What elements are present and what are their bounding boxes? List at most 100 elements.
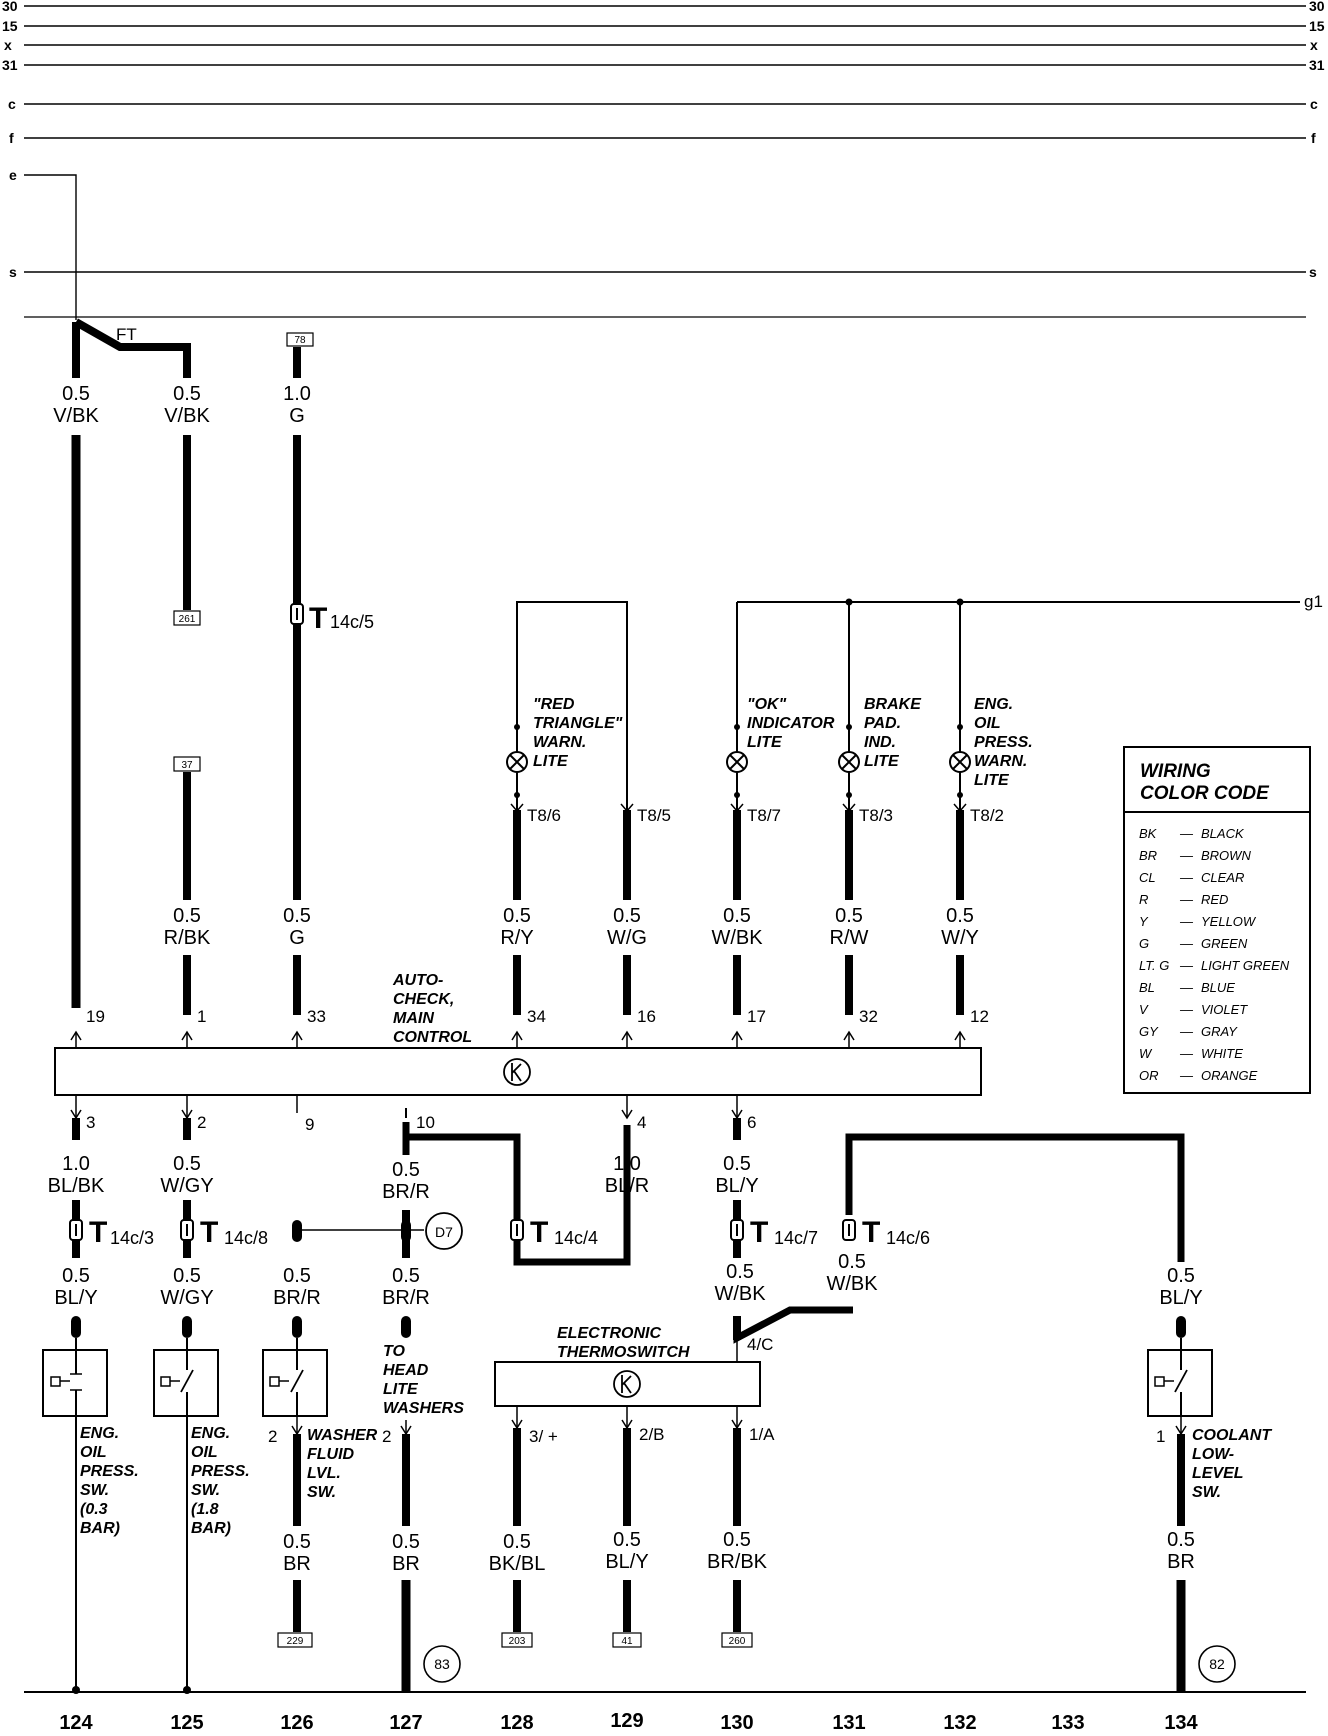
svg-text:0.5: 0.5	[613, 1529, 641, 1551]
rail-30: 30 30	[2, 0, 1325, 14]
svg-text:V: V	[1139, 1002, 1149, 1017]
svg-text:W/BK: W/BK	[826, 1273, 878, 1295]
svg-text:OIL: OIL	[80, 1444, 107, 1461]
column-numbers: 124 125 126 127 128 129 130 131 132 133 …	[59, 1710, 1198, 1734]
svg-text:"OK": "OK"	[747, 696, 787, 713]
connector-T14c/6: T 14c/6	[842, 1216, 930, 1249]
svg-text:—: —	[1179, 1002, 1194, 1017]
eng-oil-press-switch-0.3bar: ENG. OIL PRESS. SW. (0.3 BAR)	[42, 1316, 139, 1694]
svg-text:BR: BR	[1167, 1551, 1195, 1573]
svg-text:16: 16	[637, 1007, 656, 1026]
svg-text:14c/7: 14c/7	[774, 1228, 818, 1248]
svg-text:V/BK: V/BK	[53, 405, 99, 427]
svg-text:LITE: LITE	[747, 734, 783, 751]
svg-text:78: 78	[294, 335, 306, 346]
svg-text:BK/BL: BK/BL	[489, 1553, 546, 1575]
ground-point-82: 82	[1198, 1645, 1236, 1683]
svg-text:T8/6: T8/6	[527, 806, 561, 825]
svg-text:T: T	[530, 1216, 548, 1249]
svg-text:W/GY: W/GY	[160, 1175, 213, 1197]
svg-text:c: c	[1310, 96, 1318, 112]
svg-text:1.0: 1.0	[613, 1153, 641, 1175]
svg-text:CL: CL	[1139, 870, 1156, 885]
svg-text:BR/BK: BR/BK	[707, 1551, 768, 1573]
svg-text:132: 132	[943, 1712, 976, 1734]
svg-text:BR: BR	[283, 1553, 311, 1575]
svg-text:T: T	[750, 1216, 768, 1249]
rail-f: f f	[9, 130, 1316, 146]
svg-text:"RED: "RED	[533, 696, 575, 713]
svg-text:260: 260	[729, 1636, 746, 1647]
svg-text:0.5: 0.5	[1167, 1265, 1195, 1287]
connector-T14c/3: T 14c/3	[69, 1200, 154, 1258]
svg-text:BR: BR	[1139, 848, 1157, 863]
svg-text:0.5: 0.5	[392, 1265, 420, 1287]
lamp-red-triangle: "RED TRIANGLE" WARN. LITE	[506, 696, 623, 798]
svg-text:—: —	[1179, 826, 1194, 841]
rail-c: c c	[8, 96, 1318, 112]
ref-box-37: 37	[173, 756, 201, 772]
svg-text:4: 4	[637, 1113, 646, 1132]
svg-text:T8/7: T8/7	[747, 806, 781, 825]
svg-text:f: f	[1311, 130, 1316, 146]
svg-text:g1: g1	[1304, 592, 1323, 611]
svg-text:0.5: 0.5	[503, 905, 531, 927]
svg-text:33: 33	[307, 1007, 326, 1026]
svg-text:ENG.: ENG.	[191, 1425, 230, 1442]
svg-text:AUTO-: AUTO-	[392, 972, 443, 989]
svg-text:37: 37	[181, 760, 193, 771]
svg-text:83: 83	[434, 1656, 450, 1672]
svg-text:126: 126	[280, 1712, 313, 1734]
connector-T14c/8: T 14c/8	[180, 1200, 268, 1258]
svg-text:(0.3: (0.3	[80, 1501, 108, 1518]
svg-text:—: —	[1179, 958, 1194, 973]
svg-text:15: 15	[2, 18, 18, 34]
svg-text:—: —	[1179, 914, 1194, 929]
svg-text:133: 133	[1051, 1712, 1084, 1734]
wire-labels-lower1: 1.0 BL/BK 0.5 W/GY 0.5 BR/R 1.0 BL/R 0.5…	[48, 1153, 759, 1203]
svg-text:BL/BK: BL/BK	[48, 1175, 105, 1197]
svg-text:41: 41	[621, 1636, 633, 1647]
svg-text:0.5: 0.5	[946, 905, 974, 927]
svg-text:SW.: SW.	[191, 1482, 220, 1499]
t8-connectors: T8/6 T8/5 T8/7 T8/3 T8/2	[510, 803, 1004, 900]
svg-text:R/BK: R/BK	[164, 927, 211, 949]
wire-label-0.5-V/BK-col125: 0.5 V/BK	[164, 383, 210, 427]
svg-text:COLOR CODE: COLOR CODE	[1140, 783, 1270, 804]
connector-T14c/4: T 14c/4	[510, 1216, 598, 1249]
svg-text:BLUE: BLUE	[1201, 980, 1235, 995]
svg-text:PRESS.: PRESS.	[80, 1463, 139, 1480]
ref-box-261: 261	[173, 610, 201, 626]
svg-text:WIRING: WIRING	[1140, 761, 1211, 782]
svg-text:1/A: 1/A	[749, 1425, 775, 1444]
ground-point-D7: D7	[425, 1212, 463, 1250]
svg-text:15: 15	[1309, 18, 1325, 34]
svg-text:FT: FT	[116, 325, 137, 344]
lower-wiring	[72, 1118, 1185, 1266]
svg-text:YELLOW: YELLOW	[1201, 914, 1257, 929]
svg-text:BAR): BAR)	[80, 1520, 120, 1537]
svg-text:6: 6	[747, 1113, 756, 1132]
svg-text:0.5: 0.5	[835, 905, 863, 927]
svg-text:W: W	[1139, 1046, 1153, 1061]
svg-text:129: 129	[610, 1710, 643, 1732]
ft-junction: FT	[72, 318, 191, 378]
svg-text:BK: BK	[1139, 826, 1158, 841]
to-head-lite-washers: TO HEAD LITE WASHERS 2	[382, 1316, 464, 1526]
svg-text:INDICATOR: INDICATOR	[747, 715, 835, 732]
svg-text:1: 1	[1156, 1427, 1165, 1446]
svg-text:14c/6: 14c/6	[886, 1228, 930, 1248]
svg-text:0.5: 0.5	[392, 1159, 420, 1181]
wire-label-1.0-G-col126: 1.0 G	[283, 383, 311, 427]
svg-text:BL: BL	[1139, 980, 1155, 995]
lamp-eng-oil-press: ENG. OIL PRESS. WARN. LITE	[949, 696, 1033, 798]
svg-text:0.5: 0.5	[283, 1265, 311, 1287]
autocheck-main-control: AUTO- CHECK, MAIN CONTROL	[54, 972, 982, 1096]
svg-text:W/BK: W/BK	[711, 927, 763, 949]
svg-text:2/B: 2/B	[639, 1425, 665, 1444]
svg-text:T: T	[309, 602, 327, 635]
wire-label-0.5-V/BK-col124: 0.5 V/BK	[53, 383, 99, 427]
svg-text:WARN.: WARN.	[974, 753, 1027, 770]
svg-text:LITE: LITE	[383, 1381, 419, 1398]
svg-text:ORANGE: ORANGE	[1201, 1068, 1258, 1083]
